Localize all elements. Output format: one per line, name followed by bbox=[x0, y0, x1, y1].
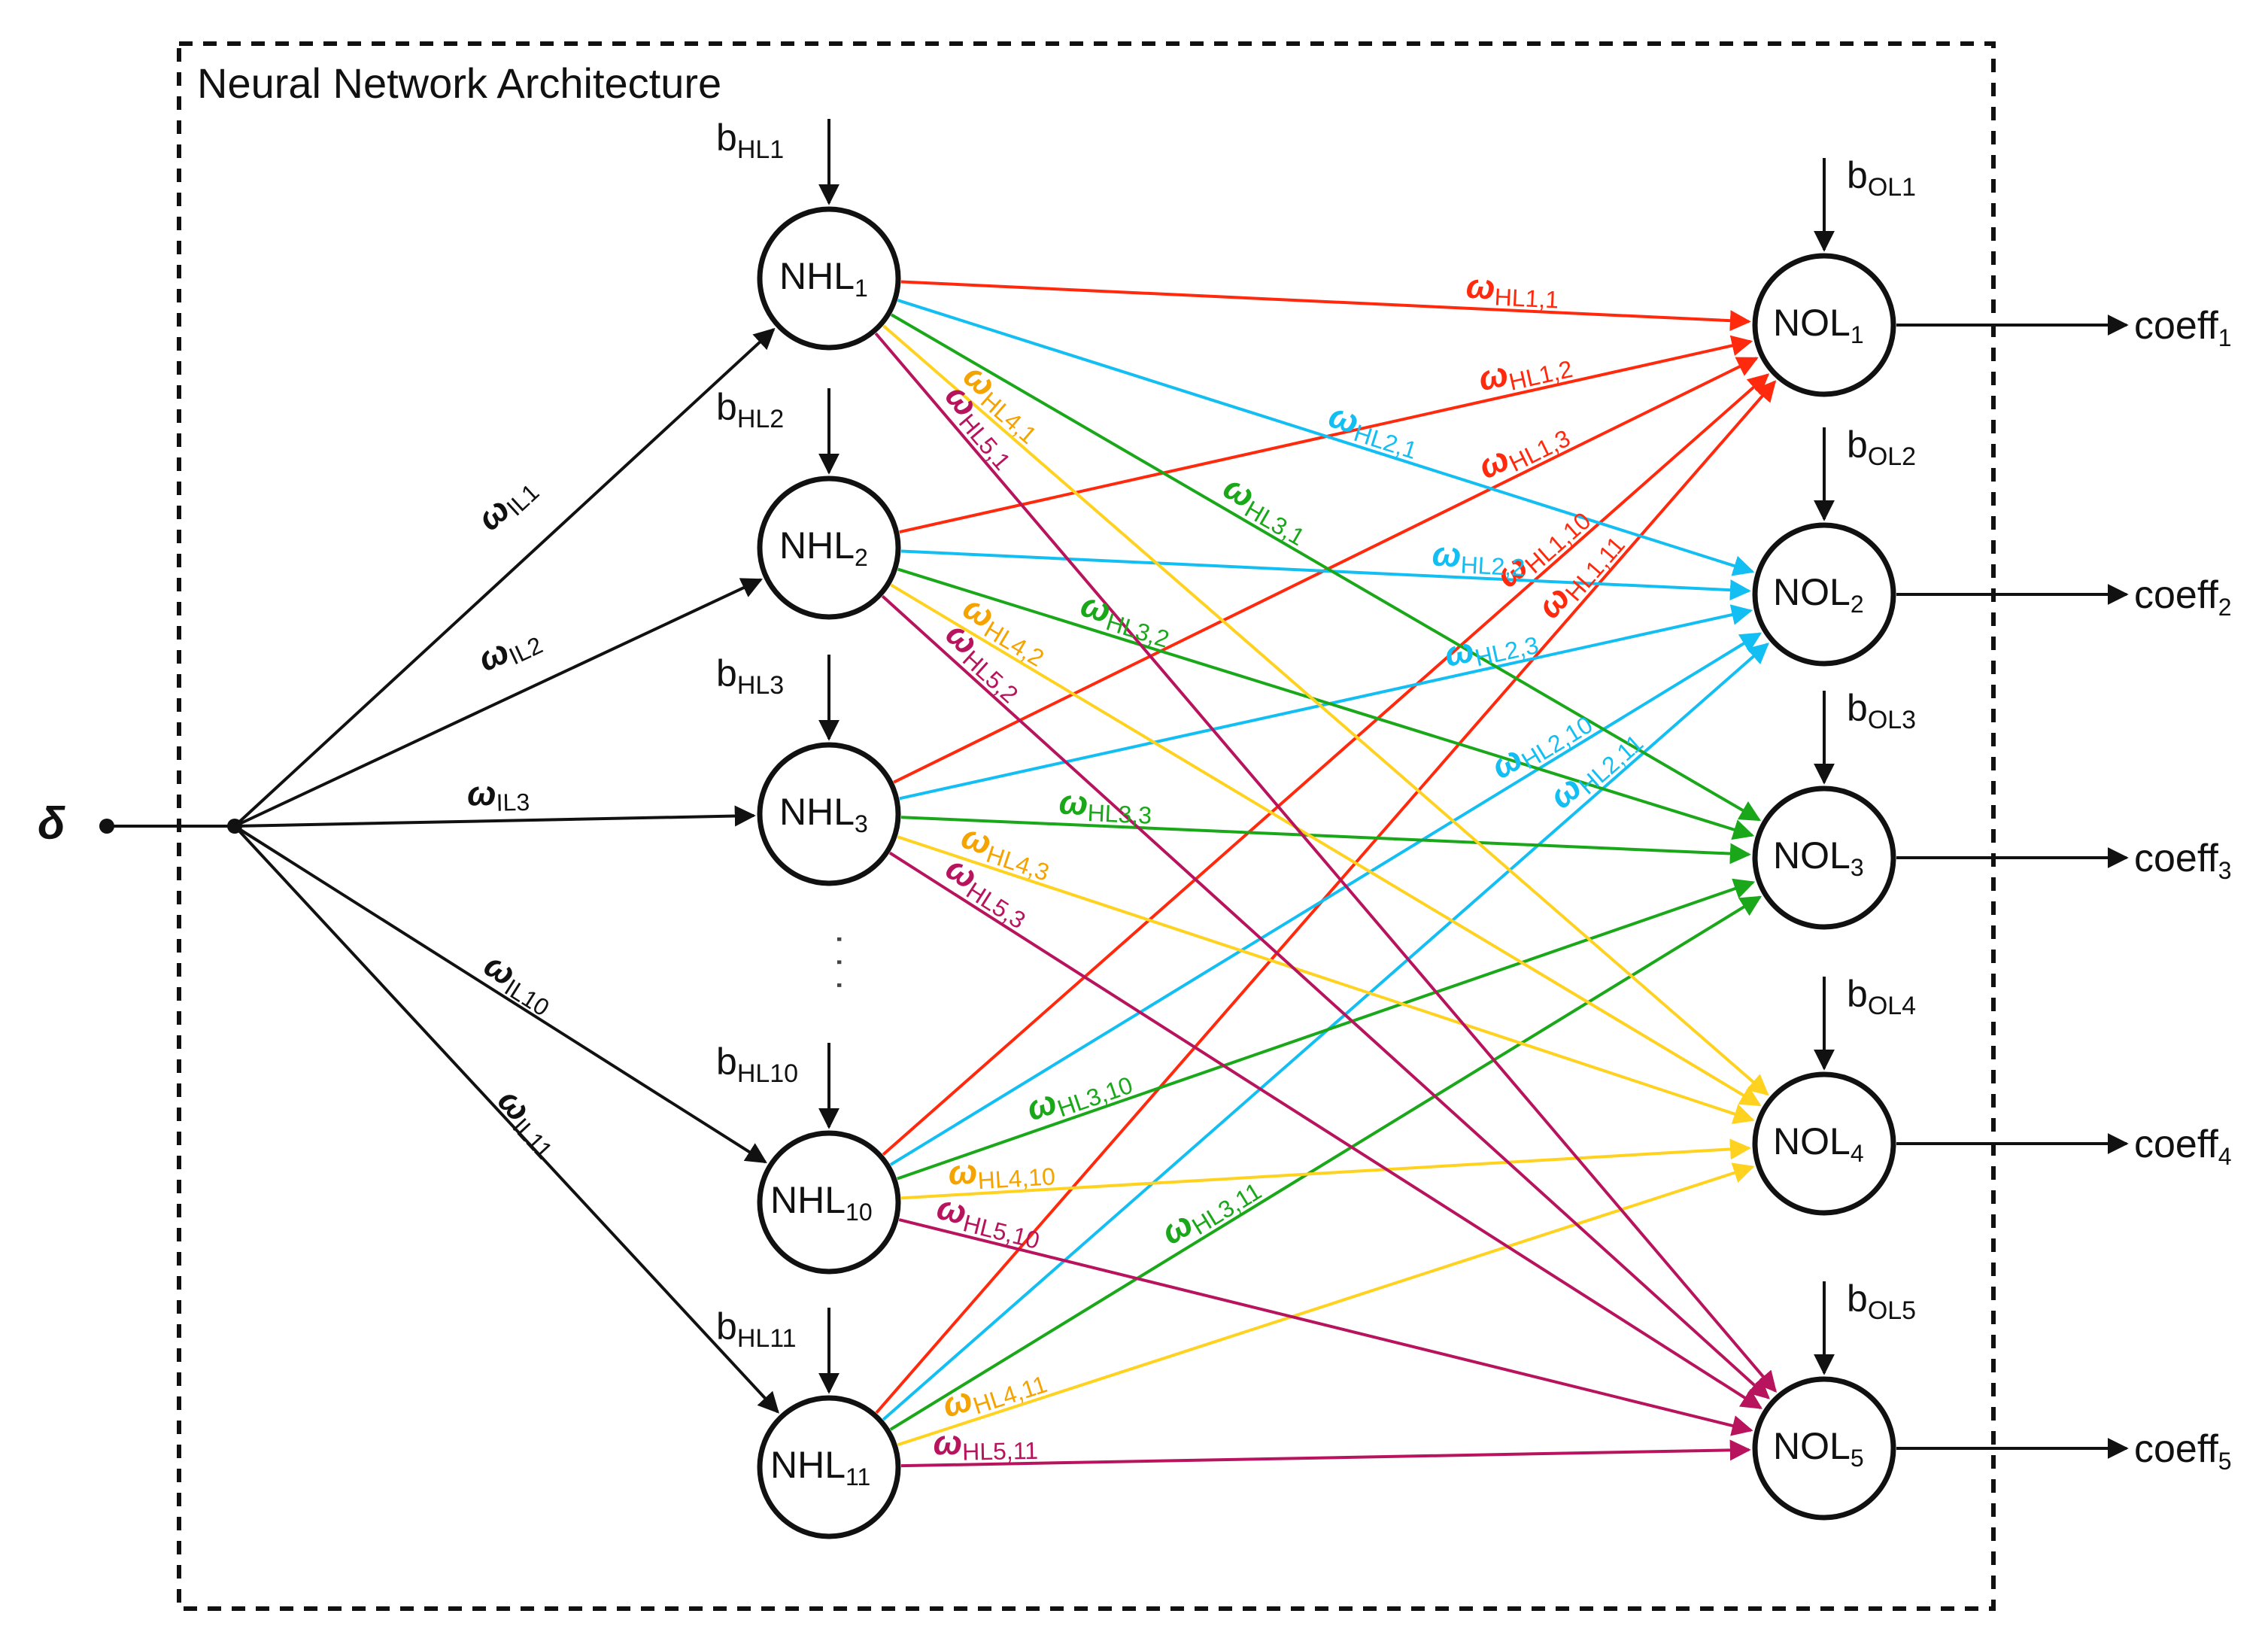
output-node-label-o3: NOL3 bbox=[1773, 834, 1864, 881]
output-node-label-o1: NOL1 bbox=[1773, 302, 1864, 348]
input-edge-h11 bbox=[233, 825, 779, 1414]
hidden-node-label-h1: NHL1 bbox=[779, 255, 868, 302]
weight-label-h10-o3: ωHL3,10 bbox=[1022, 1056, 1136, 1132]
bias-label-h11: bHL11 bbox=[716, 1305, 797, 1353]
edge-h1-o2 bbox=[897, 299, 1755, 576]
hidden-node-label-h2: NHL2 bbox=[779, 524, 868, 571]
input-weight-label-h11: ωIL11 bbox=[487, 1080, 569, 1164]
weight-label-h3-o3: ωHL3,3 bbox=[1058, 782, 1153, 828]
input-edge-h10 bbox=[233, 825, 767, 1164]
output-label-o3: coeff3 bbox=[2134, 837, 2232, 884]
hidden-node-h10 bbox=[757, 1130, 901, 1275]
input-label: δ bbox=[38, 798, 65, 849]
hidden-node-label-h10: NHL10 bbox=[770, 1179, 873, 1226]
edge-h2-o4 bbox=[890, 583, 1762, 1107]
bias-label-o1: bOL1 bbox=[1847, 154, 1916, 202]
output-node-o4 bbox=[1752, 1071, 1896, 1216]
edge-h2-o3 bbox=[897, 567, 1755, 840]
output-node-o1 bbox=[1752, 253, 1896, 397]
network-nodes: bHL1NHL1bHL2NHL2bHL3NHL3bHL10NHL10bHL11N… bbox=[716, 117, 2232, 1539]
diagram-title: Neural Network Architecture bbox=[197, 59, 721, 107]
edge-h11-o4 bbox=[897, 1162, 1755, 1447]
output-node-o5 bbox=[1752, 1376, 1896, 1521]
weight-label-h1-o3: ωHL3,1 bbox=[1216, 467, 1318, 552]
hidden-to-output-edges bbox=[874, 280, 1778, 1468]
edge-h10-o5 bbox=[898, 1218, 1753, 1436]
edge-h11-o5 bbox=[900, 1439, 1751, 1468]
edge-h3-o2 bbox=[899, 604, 1753, 801]
edge-h3-o4 bbox=[897, 835, 1755, 1124]
edge-h10-o4 bbox=[900, 1138, 1751, 1200]
hidden-layer-ellipsis: · · · bbox=[821, 933, 863, 992]
edge-h1-o5 bbox=[874, 332, 1778, 1393]
edge-h2-o2 bbox=[900, 549, 1751, 601]
output-label-o2: coeff2 bbox=[2134, 573, 2232, 621]
edge-h3-o5 bbox=[888, 851, 1763, 1409]
weight-label-h2-o2: ωHL2,2 bbox=[1432, 534, 1526, 582]
input-edge-h3 bbox=[234, 805, 756, 828]
bias-label-h3: bHL3 bbox=[716, 652, 784, 700]
input-weight-label-h1: ωIL1 bbox=[469, 466, 545, 540]
bias-label-o4: bOL4 bbox=[1847, 973, 1916, 1020]
output-label-o5: coeff5 bbox=[2134, 1427, 2232, 1475]
output-node-label-o5: NOL5 bbox=[1773, 1425, 1864, 1472]
edge-h2-o5 bbox=[881, 594, 1770, 1399]
hidden-node-label-h3: NHL3 bbox=[779, 791, 868, 837]
weight-label-h1-o2: ωHL2,1 bbox=[1323, 395, 1425, 464]
output-node-label-o2: NOL2 bbox=[1773, 571, 1864, 618]
input-weight-label-h10: ωIL10 bbox=[475, 945, 563, 1022]
bias-label-h10: bHL10 bbox=[716, 1041, 798, 1088]
edge-h10-o2 bbox=[889, 632, 1762, 1166]
weight-label-h2-o1: ωHL1,2 bbox=[1475, 340, 1575, 403]
edge-h1-o3 bbox=[890, 313, 1761, 822]
edge-h10-o3 bbox=[897, 878, 1756, 1181]
hidden-node-h3 bbox=[757, 742, 901, 886]
weight-labels: ωHL1,1ωHL1,2ωHL1,3ωHL1,10ωHL1,11ωHL2,1ωH… bbox=[467, 266, 1649, 1466]
bias-label-o2: bOL2 bbox=[1847, 424, 1916, 471]
weight-label-h2-o3: ωHL3,2 bbox=[1076, 585, 1177, 653]
input-weight-label-h2: ωIL2 bbox=[472, 617, 546, 682]
weight-label-h3-o1: ωHL1,3 bbox=[1472, 410, 1574, 490]
output-node-o2 bbox=[1752, 522, 1896, 667]
weight-label-h11-o5: ωHL5,11 bbox=[933, 1421, 1038, 1466]
weight-label-h1-o1: ωHL1,1 bbox=[1465, 266, 1560, 314]
bias-label-h2: bHL2 bbox=[716, 386, 784, 433]
hidden-node-h1 bbox=[757, 206, 901, 351]
input-weight-label-h3: ωIL3 bbox=[467, 773, 530, 817]
output-node-label-o4: NOL4 bbox=[1773, 1120, 1864, 1167]
output-label-o1: coeff1 bbox=[2134, 304, 2232, 351]
edge-h11-o3 bbox=[889, 895, 1762, 1431]
edge-h1-o1 bbox=[900, 280, 1751, 332]
input-and-bias-wires bbox=[233, 119, 2129, 1459]
edge-h1-o4 bbox=[882, 324, 1769, 1096]
hidden-node-h2 bbox=[757, 476, 901, 620]
weight-label-h10-o4: ωHL4,10 bbox=[947, 1147, 1056, 1196]
weight-label-h10-o5: ωHL5,10 bbox=[932, 1187, 1046, 1254]
edge-h3-o3 bbox=[900, 816, 1751, 865]
edge-h10-o1 bbox=[882, 373, 1770, 1156]
bias-label-o3: bOL3 bbox=[1847, 687, 1916, 734]
input-edge-h2 bbox=[234, 578, 763, 828]
bias-label-o5: bOL5 bbox=[1847, 1278, 1916, 1325]
input-edge-h1 bbox=[233, 327, 776, 828]
hidden-node-label-h11: NHL11 bbox=[770, 1444, 870, 1490]
output-node-o3 bbox=[1752, 785, 1896, 930]
hidden-node-h11 bbox=[757, 1395, 901, 1539]
output-label-o4: coeff4 bbox=[2134, 1123, 2232, 1170]
bias-label-h1: bHL1 bbox=[716, 117, 784, 164]
